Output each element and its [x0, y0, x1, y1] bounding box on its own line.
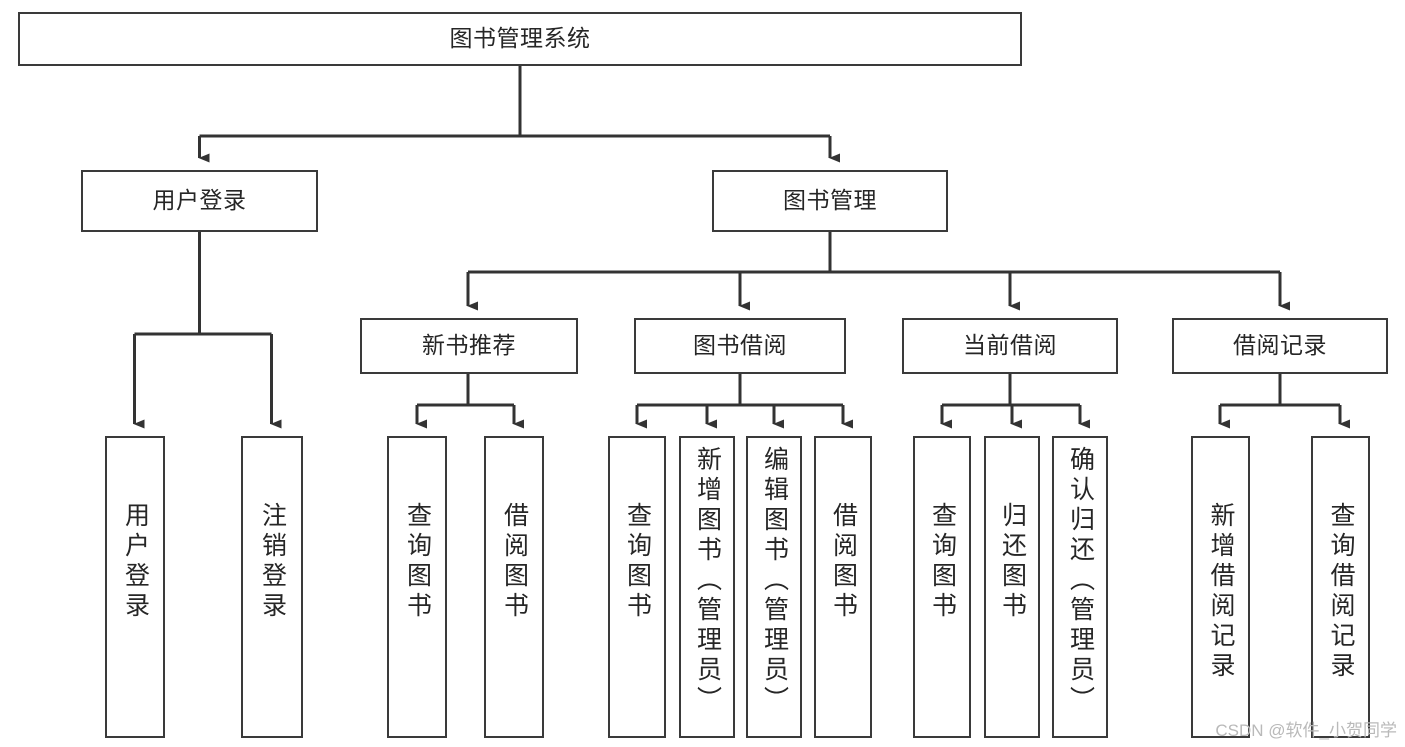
node-leaf-edit-book-admin-label: 编辑图书（管理员）	[760, 446, 789, 716]
node-leaf-query-book-newbook[interactable]: 查询图书	[387, 436, 447, 738]
node-level2-user-login-label: 用户登录	[152, 187, 247, 214]
node-leaf-return-book-label: 归还图书	[998, 502, 1027, 622]
node-leaf-query-book-borrow[interactable]: 查询图书	[608, 436, 666, 738]
node-level3-borrow-record[interactable]: 借阅记录	[1172, 318, 1388, 374]
node-leaf-query-book-newbook-label: 查询图书	[403, 502, 432, 622]
node-leaf-add-book-admin[interactable]: 新增图书（管理员）	[679, 436, 735, 738]
node-leaf-query-book-current-label: 查询图书	[928, 502, 957, 622]
node-leaf-user-login-label: 用户登录	[121, 502, 150, 622]
node-leaf-query-book-borrow-label: 查询图书	[623, 502, 652, 622]
node-leaf-query-borrow-record[interactable]: 查询借阅记录	[1311, 436, 1370, 738]
node-leaf-add-book-admin-label: 新增图书（管理员）	[693, 446, 722, 716]
node-leaf-add-borrow-record-label: 新增借阅记录	[1207, 502, 1235, 682]
node-leaf-query-book-current[interactable]: 查询图书	[913, 436, 971, 738]
node-leaf-user-login[interactable]: 用户登录	[105, 436, 165, 738]
node-level2-user-login[interactable]: 用户登录	[81, 170, 318, 232]
node-level3-new-book-recommend-label: 新书推荐	[422, 332, 516, 359]
node-leaf-borrow-book-newbook[interactable]: 借阅图书	[484, 436, 544, 738]
node-level3-book-borrow[interactable]: 图书借阅	[634, 318, 846, 374]
node-leaf-borrow-book[interactable]: 借阅图书	[814, 436, 872, 738]
node-level3-current-borrow[interactable]: 当前借阅	[902, 318, 1118, 374]
node-leaf-borrow-book-newbook-label: 借阅图书	[500, 502, 529, 622]
node-leaf-return-book[interactable]: 归还图书	[984, 436, 1040, 738]
node-leaf-logout-label: 注销登录	[258, 502, 287, 622]
node-level3-new-book-recommend[interactable]: 新书推荐	[360, 318, 578, 374]
node-leaf-borrow-book-label: 借阅图书	[829, 502, 858, 622]
node-root-label: 图书管理系统	[449, 25, 591, 52]
node-leaf-edit-book-admin[interactable]: 编辑图书（管理员）	[746, 436, 802, 738]
node-leaf-confirm-return-admin[interactable]: 确认归还（管理员）	[1052, 436, 1108, 738]
node-level2-book-management-label: 图书管理	[783, 187, 877, 214]
node-level2-book-management[interactable]: 图书管理	[712, 170, 948, 232]
node-root[interactable]: 图书管理系统	[18, 12, 1022, 66]
node-leaf-confirm-return-admin-label: 确认归还（管理员）	[1066, 446, 1095, 716]
node-level3-current-borrow-label: 当前借阅	[963, 332, 1057, 359]
node-leaf-logout[interactable]: 注销登录	[241, 436, 303, 738]
node-leaf-query-borrow-record-label: 查询借阅记录	[1327, 502, 1355, 682]
node-leaf-add-borrow-record[interactable]: 新增借阅记录	[1191, 436, 1250, 738]
csdn-watermark: CSDN @软件_小贺同学	[1215, 721, 1397, 740]
node-level3-borrow-record-label: 借阅记录	[1233, 332, 1327, 359]
node-level3-book-borrow-label: 图书借阅	[693, 332, 787, 359]
